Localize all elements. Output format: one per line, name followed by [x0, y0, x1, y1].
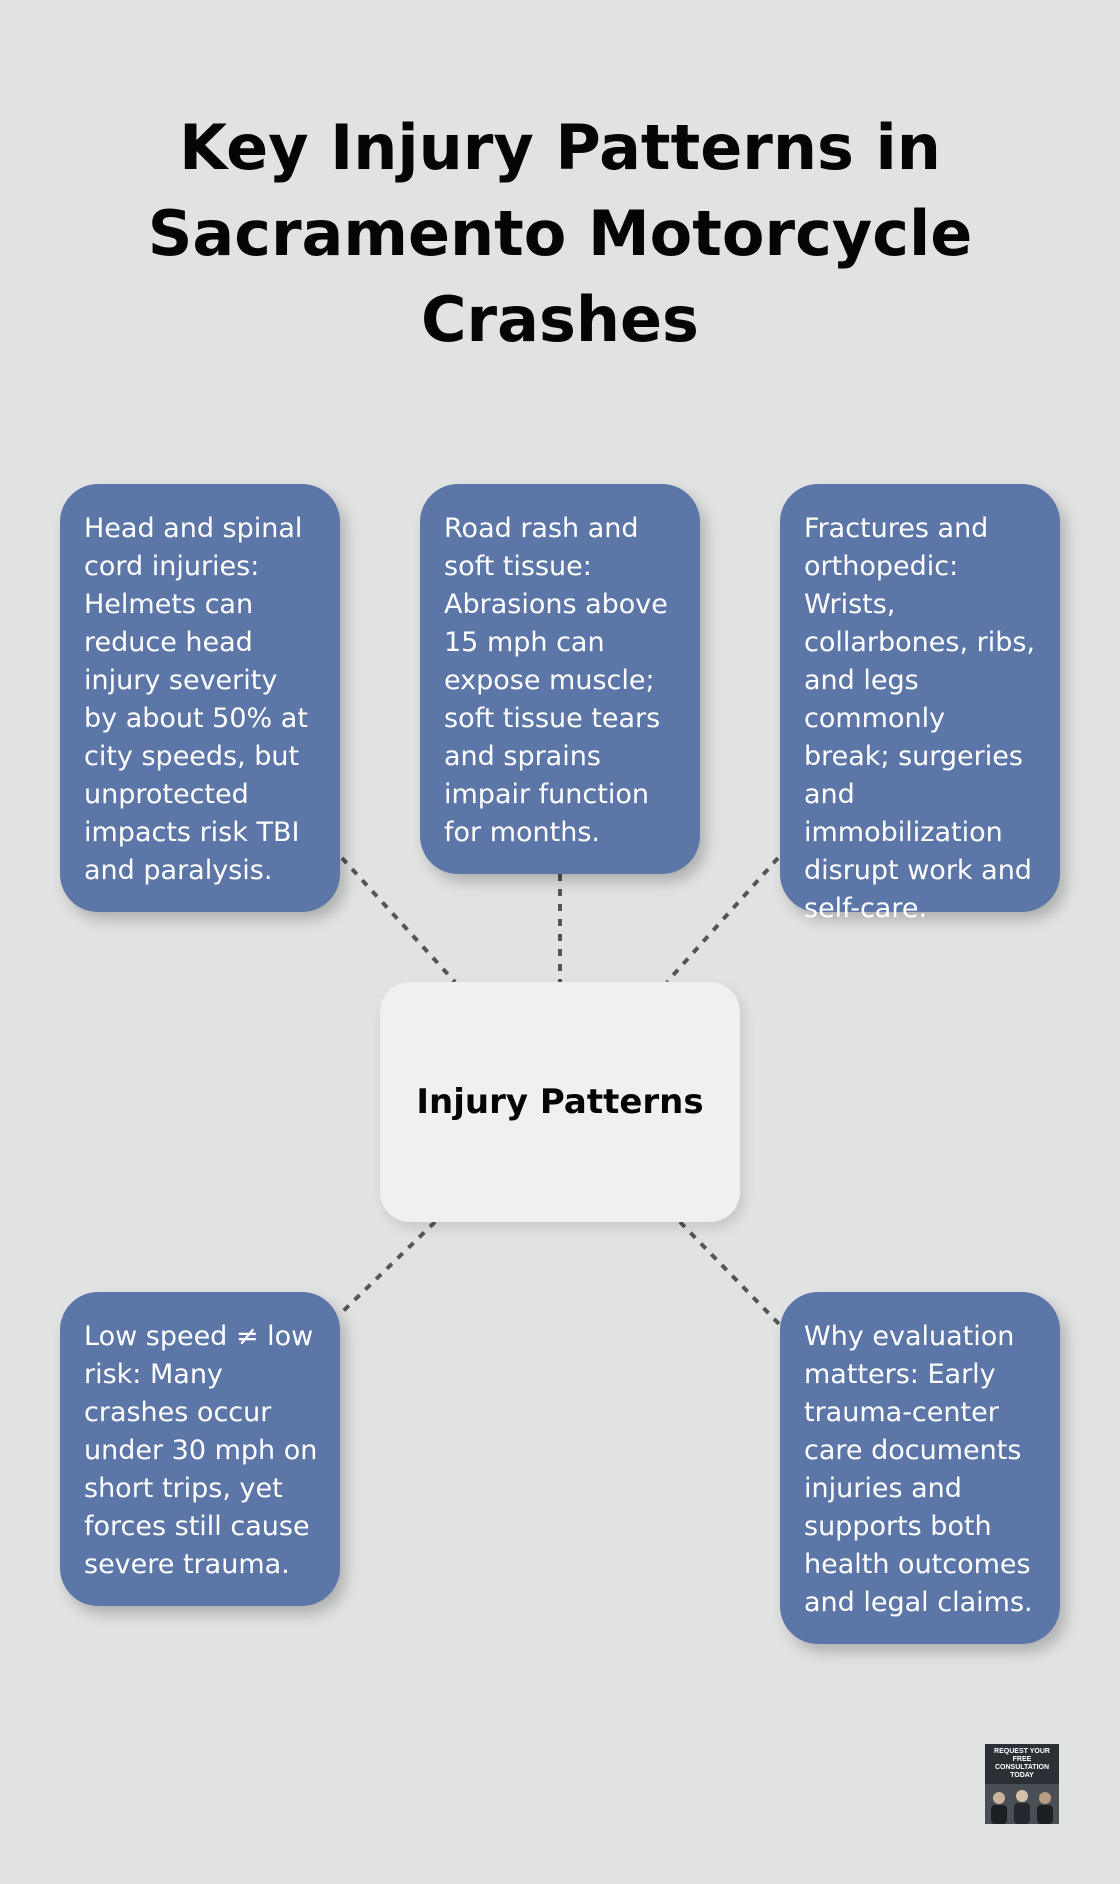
people-photo-icon — [985, 1784, 1059, 1824]
connector-3 — [665, 856, 780, 984]
connector-1 — [340, 856, 457, 984]
page-title: Key Injury Patterns in Sacramento Motorc… — [147, 111, 973, 356]
card-why-evaluation-matters: Why evaluation matters: Early trauma-cen… — [780, 1292, 1060, 1644]
card-low-speed-risk: Low speed ≠ low risk: Many crashes occur… — [60, 1292, 340, 1606]
center-label: Injury Patterns — [416, 1082, 704, 1122]
badge-text: REQUEST YOUR FREE CONSULTATION TODAY — [994, 1748, 1050, 1779]
card-road-rash-soft-tissue: Road rash and soft tissue: Abrasions abo… — [420, 484, 700, 874]
consultation-badge[interactable]: REQUEST YOUR FREE CONSULTATION TODAY — [985, 1744, 1059, 1824]
connector-5 — [678, 1220, 782, 1327]
center-node: Injury Patterns — [380, 982, 740, 1222]
card-head-spinal-injuries: Head and spinal cord injuries: Helmets c… — [60, 484, 340, 912]
connector-4 — [336, 1220, 437, 1318]
card-fractures-orthopedic: Fractures and orthopedic: Wrists, collar… — [780, 484, 1060, 924]
